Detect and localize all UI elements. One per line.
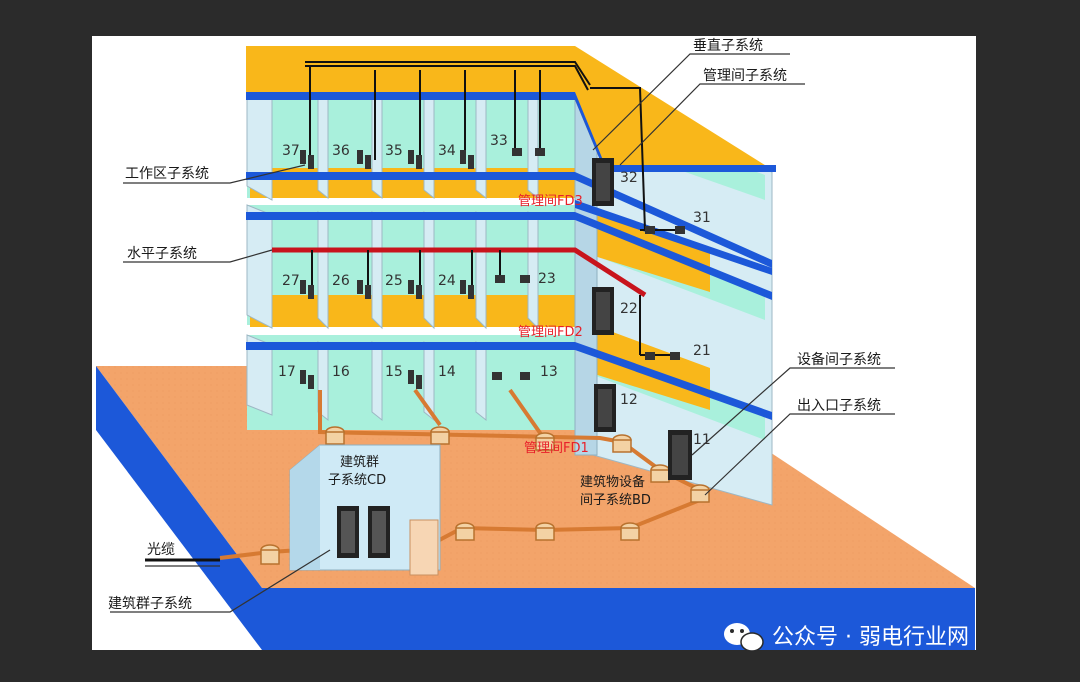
- horizontal-cable-drops: [311, 250, 670, 356]
- label-building-bd-1: 建筑物设备: [580, 474, 645, 490]
- room-23: 23: [538, 271, 556, 287]
- vertical-backbone-cable: [305, 61, 675, 231]
- leader-lines: [110, 53, 895, 613]
- label-fiber-cable: 光缆: [147, 542, 175, 558]
- label-building-bd-2: 间子系统BD: [580, 493, 651, 508]
- room-37: 37: [282, 143, 300, 159]
- label-campus-subsystem: 建筑群子系统: [108, 596, 192, 612]
- label-campus-cd-2: 子系统CD: [328, 473, 386, 488]
- label-campus-cd-1: 建筑群: [340, 454, 379, 470]
- horizontal-cable: [272, 247, 647, 298]
- room-27: 27: [282, 273, 300, 289]
- room-11: 11: [693, 432, 711, 448]
- room-36: 36: [332, 143, 350, 159]
- label-entrance-subsystem: 出入口子系统: [797, 398, 881, 414]
- outlet-icon: [300, 148, 685, 389]
- room-24: 24: [438, 273, 456, 289]
- room-13: 13: [540, 364, 558, 380]
- watermark-text: 公众号 · 弱电行业网: [772, 625, 969, 650]
- rack-icon: [337, 158, 692, 558]
- room-33: 33: [490, 133, 508, 149]
- room-35: 35: [385, 143, 403, 159]
- label-fd3: 管理间FD3: [518, 194, 583, 209]
- room-numbers-3f: 37 36 35 34 33 32 31: [282, 133, 711, 226]
- room-14: 14: [438, 364, 456, 380]
- label-fd2: 管理间FD2: [518, 325, 583, 340]
- label-fd1: 管理间FD1: [524, 441, 589, 456]
- room-22: 22: [620, 301, 638, 317]
- room-numbers-1f: 17 16 15 14 13 12 11: [278, 364, 711, 448]
- room-17: 17: [278, 364, 296, 380]
- label-equipment-room-subsystem: 设备间子系统: [797, 351, 881, 368]
- room-numbers-2f: 27 26 25 24 23 22 21: [282, 271, 711, 359]
- room-31: 31: [693, 210, 711, 226]
- campus-distributor-room: [289, 444, 441, 576]
- watermark: 公众号 · 弱电行业网: [724, 623, 969, 652]
- label-horizontal-subsystem: 水平子系统: [127, 246, 197, 262]
- label-telecom-room-subsystem: 管理间子系统: [703, 68, 787, 84]
- room-26: 26: [332, 273, 350, 289]
- building: [246, 46, 776, 506]
- wechat-icon: [724, 623, 764, 652]
- room-32: 32: [620, 170, 638, 186]
- room-15: 15: [385, 364, 403, 380]
- room-16: 16: [332, 364, 350, 380]
- room-25: 25: [385, 273, 403, 289]
- room-21: 21: [693, 343, 711, 359]
- room-12: 12: [620, 392, 638, 408]
- label-vertical-subsystem: 垂直子系统: [693, 37, 763, 54]
- room-34: 34: [438, 143, 456, 159]
- label-work-area-subsystem: 工作区子系统: [125, 166, 209, 182]
